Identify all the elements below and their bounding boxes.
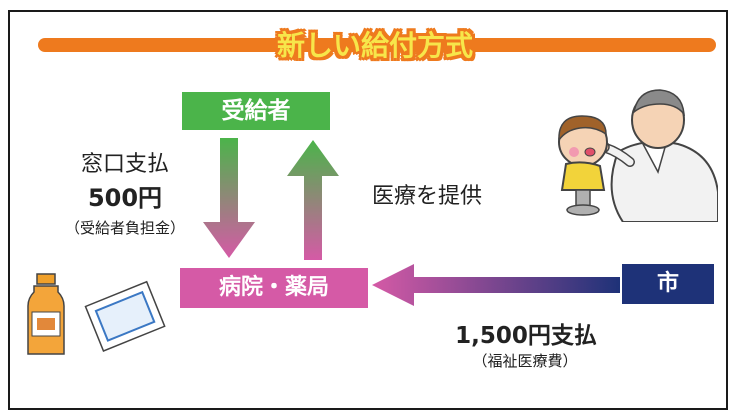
node-recipient: 受給者 <box>182 92 330 130</box>
flow-arrows <box>203 138 620 306</box>
diagram-title: 新しい給付方式 <box>276 29 473 62</box>
arrow-hospital-to-recipient <box>287 140 339 260</box>
city-payment-label: 1,500円支払 <box>455 323 597 349</box>
medicine-illustration <box>27 273 166 355</box>
doctor-child-illustration <box>558 89 718 222</box>
city-payment-note: （福祉医療費） <box>472 352 578 370</box>
arrow-city-to-hospital <box>372 264 620 306</box>
arrow-recipient-to-hospital <box>203 138 255 258</box>
node-hospital-pharmacy: 病院・薬局 <box>180 268 368 308</box>
window-payment-label: 窓口支払 <box>80 152 169 177</box>
medical-care-label: 医療を提供 <box>372 184 483 209</box>
window-payment-amount: 500円 <box>87 184 163 212</box>
node-city: 市 <box>622 264 714 304</box>
figure-frame <box>8 10 728 410</box>
window-payment-note: （受給者負担金） <box>64 219 185 237</box>
title-bar <box>38 38 716 52</box>
